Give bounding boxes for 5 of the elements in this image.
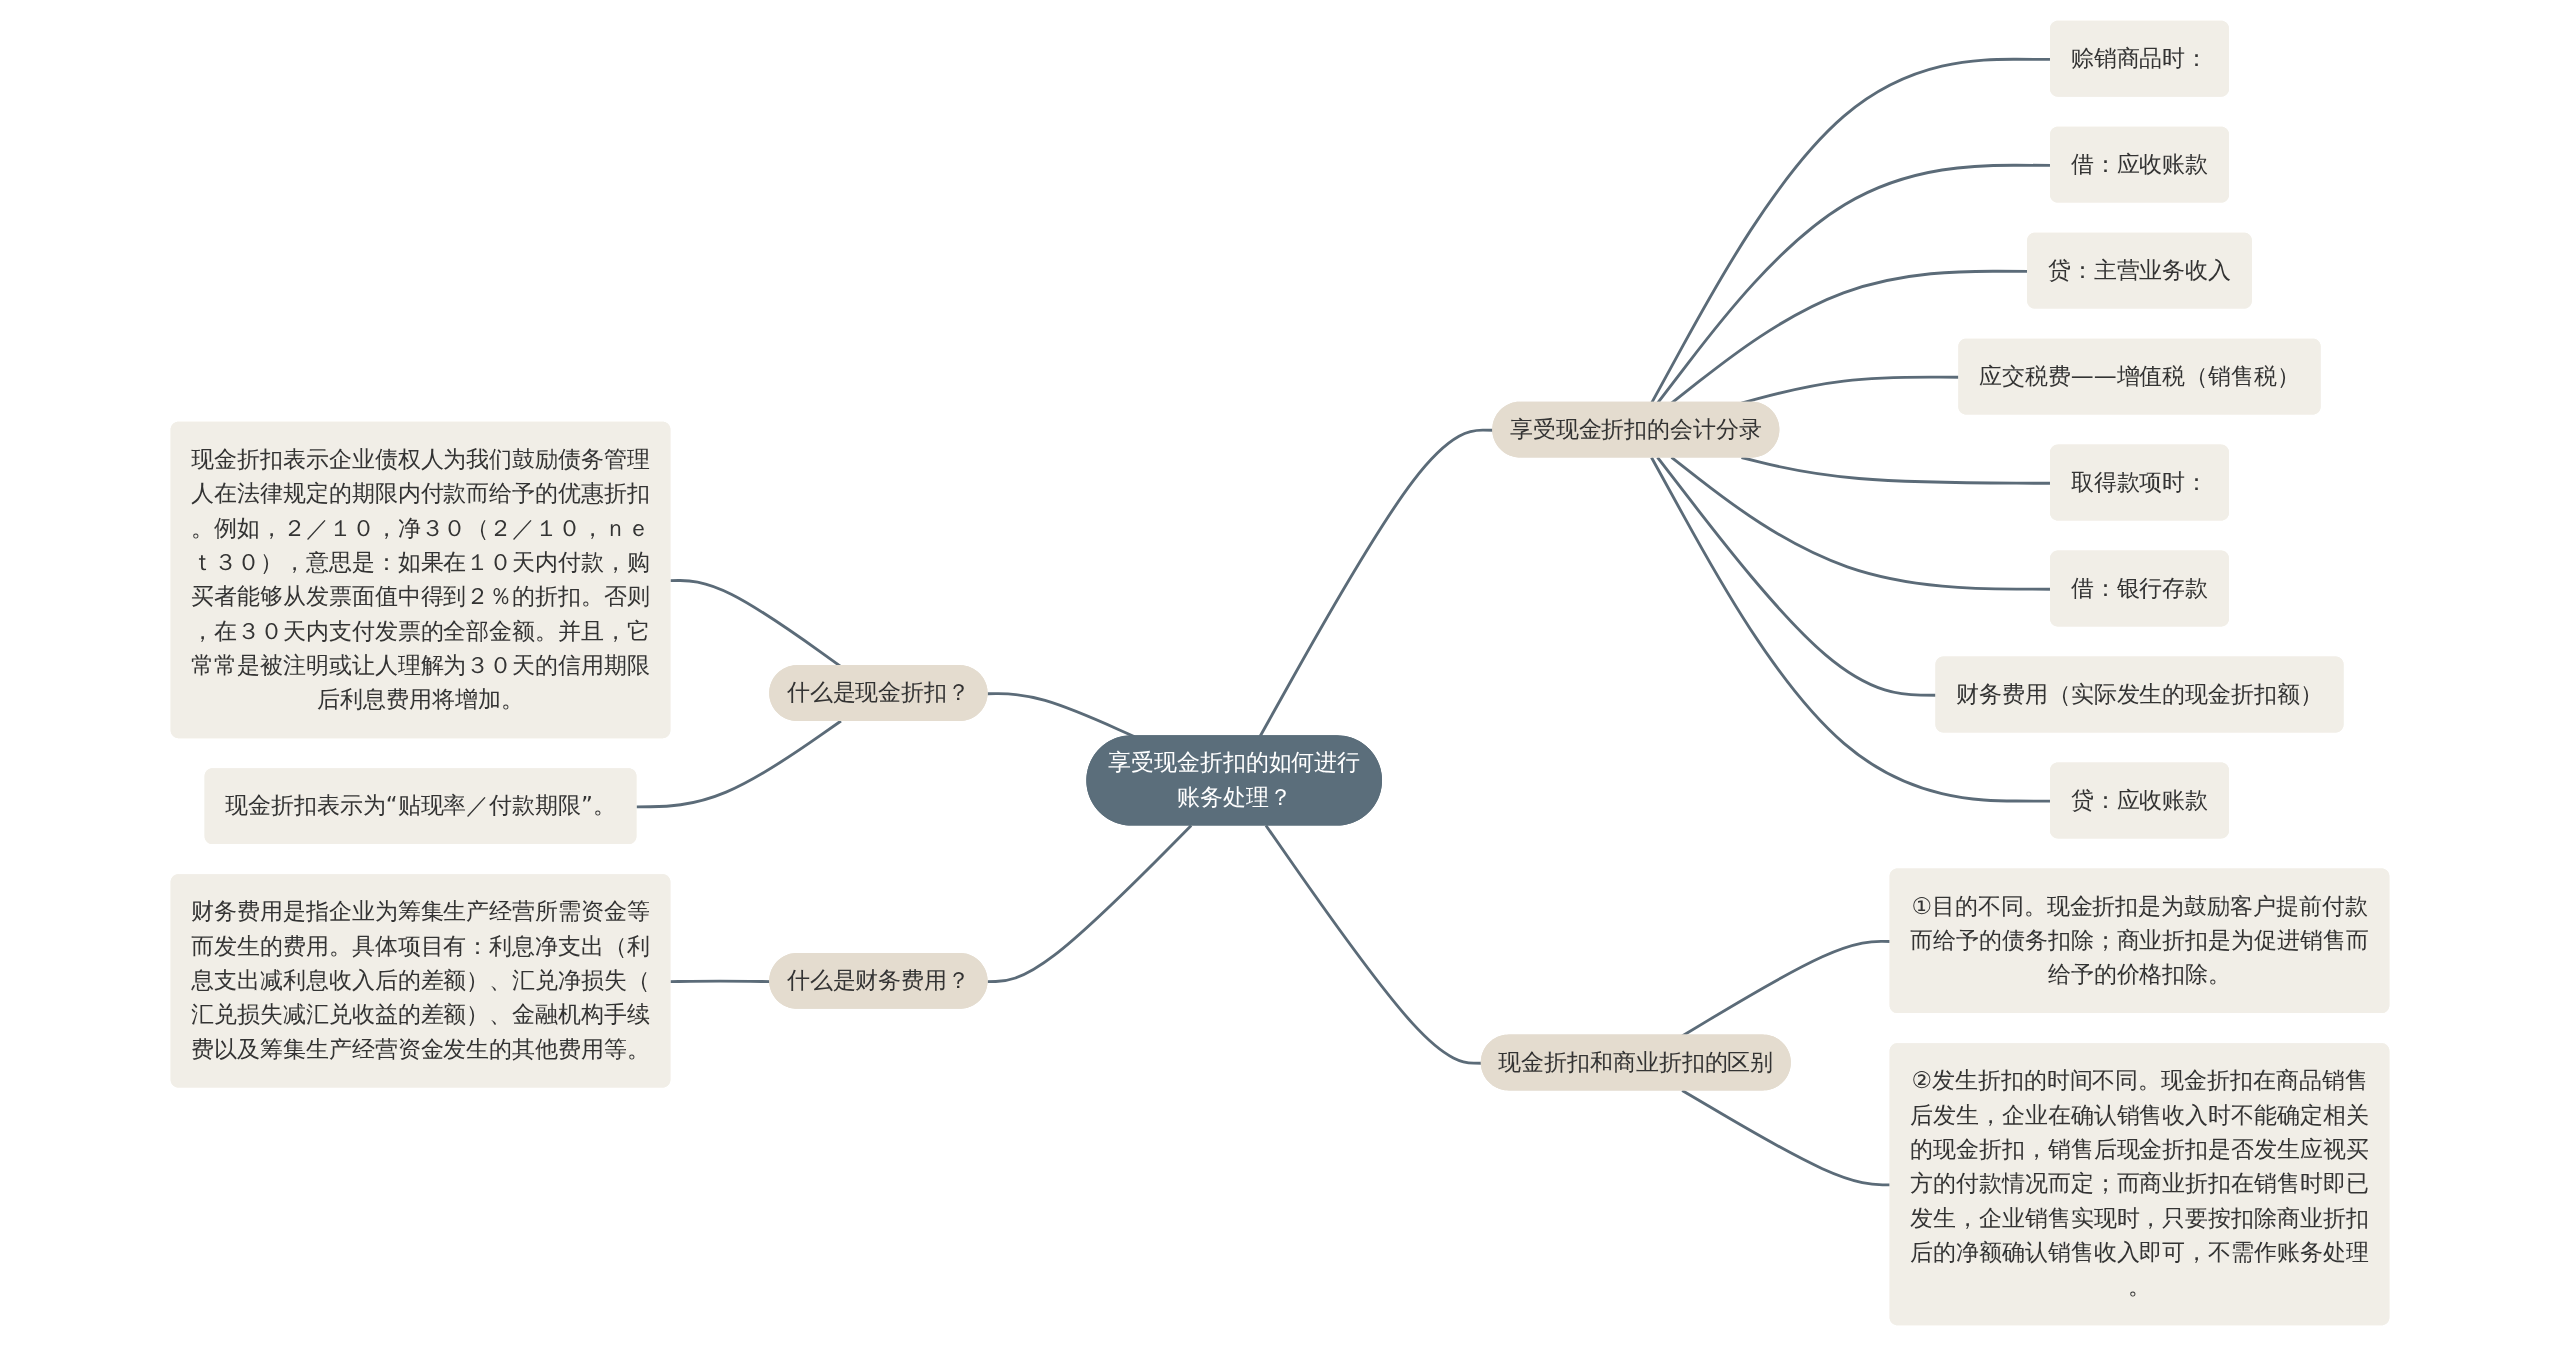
connector (670, 979, 771, 983)
connector (636, 719, 842, 809)
connector (987, 824, 1193, 983)
connector (1258, 428, 1494, 738)
connector (1656, 456, 1937, 697)
